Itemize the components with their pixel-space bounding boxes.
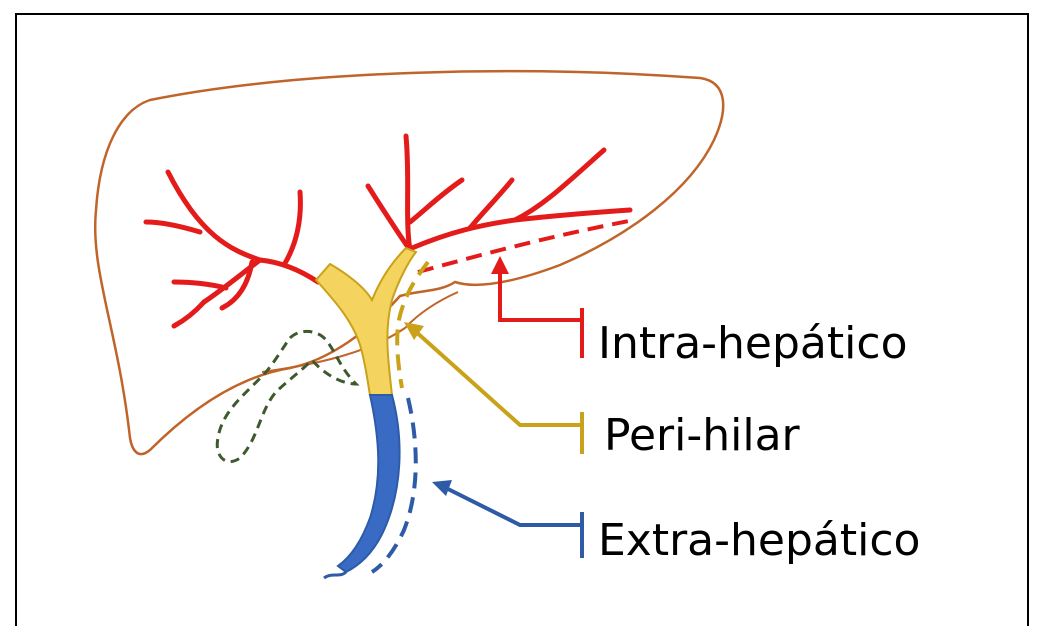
label-extrahepatic: Extra-hepático — [598, 515, 920, 566]
intrahepatic-pointer — [500, 268, 582, 358]
intrahepatic-arrowhead — [491, 256, 509, 274]
label-perihilar: Peri-hilar — [604, 410, 801, 461]
perihilar-pointer — [414, 330, 582, 454]
extrahepatic-duct-tail — [324, 572, 346, 578]
label-intrahepatic: Intra-hepático — [598, 318, 907, 369]
extrahepatic-arrowhead — [432, 480, 452, 496]
extrahepatic-duct — [338, 395, 400, 572]
perihilar-duct — [316, 248, 416, 395]
extrahepatic-pointer — [446, 488, 582, 558]
